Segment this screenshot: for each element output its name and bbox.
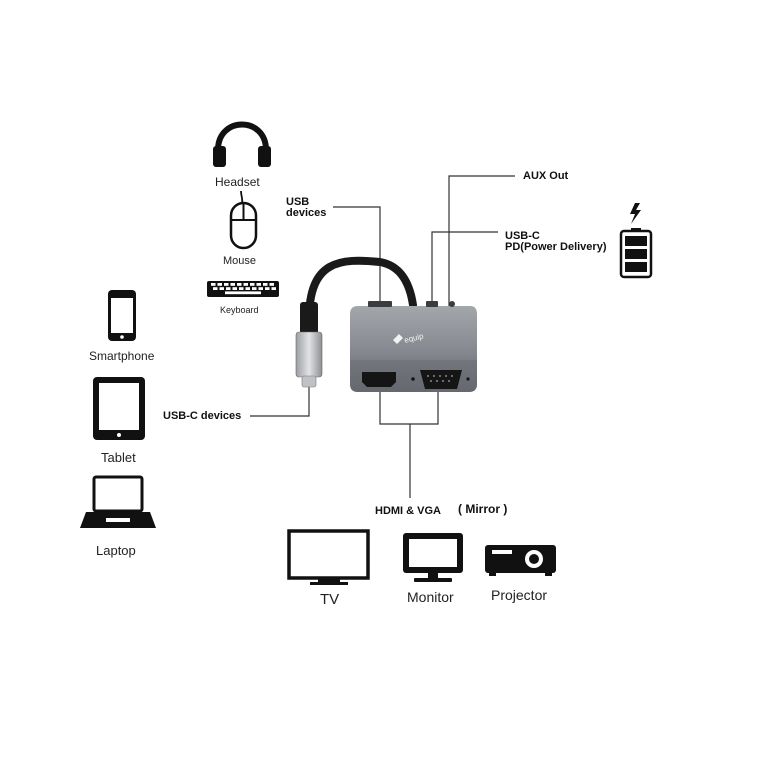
hdmi-vga-bracket [379,392,439,425]
usb-c-devices-line [250,382,310,417]
mouse-icon [229,190,258,250]
usb-devices-label-line1: USB [286,196,310,208]
connector-lines [250,175,515,498]
aux-out-label: AUX Out [523,170,569,182]
smartphone-label: Smartphone [89,349,155,363]
tv-icon [287,529,370,585]
keyboard-keys [211,283,276,295]
battery-icon [619,203,653,279]
usb-c-pd-label-line2: PD(Power Delivery) [505,241,607,253]
usb-devices-label-line2: devices [286,207,327,219]
vga-port [420,370,462,389]
mouse-label: Mouse [223,255,257,267]
mirror-label: ( Mirror ) [458,502,508,516]
laptop-icon [80,475,156,528]
headset-label: Headset [215,175,260,189]
usb-c-devices-label: USB-C devices [163,410,242,422]
usb-c-cable [295,256,417,388]
equip-logo-mark [393,334,403,344]
tv-label: TV [320,591,340,608]
projector-icon [485,545,556,576]
tablet-icon [93,377,145,440]
smartphone-icon [108,290,136,341]
usb-c-pd-label-line1: USB-C [505,230,540,242]
keyboard-label: Keyboard [220,305,259,315]
hdmi-vga-label: HDMI & VGA [375,505,441,517]
monitor-label: Monitor [407,589,454,605]
projector-label: Projector [491,587,548,603]
laptop-label: Laptop [96,543,136,558]
headset-icon [213,121,271,167]
adapter-hub: equip [350,301,477,392]
tablet-label: Tablet [101,450,136,465]
aux-out-line [448,175,515,308]
monitor-icon [403,533,463,582]
usb-c-pd-line [431,231,498,308]
usb-devices-line [333,206,381,306]
hdmi-port [362,372,396,387]
